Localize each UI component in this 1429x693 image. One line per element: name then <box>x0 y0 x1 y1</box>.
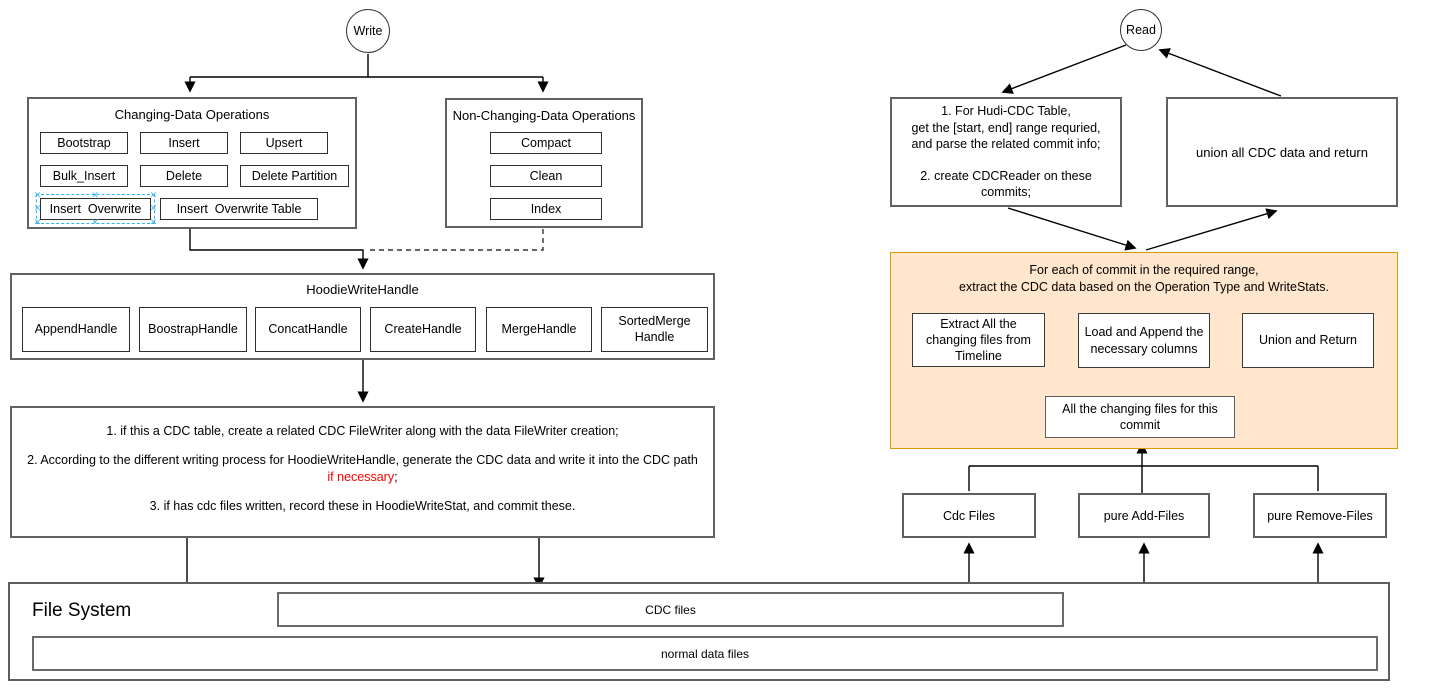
normal-data-files-bar-label: normal data files <box>660 646 750 661</box>
union-all-box[interactable]: union all CDC data and return <box>1166 97 1398 207</box>
selection-handle-top-left[interactable] <box>33 191 42 200</box>
union-and-return-box[interactable]: Union and Return <box>1242 313 1374 368</box>
file-system-title: File System <box>32 600 132 621</box>
op-index-label: Index <box>530 202 562 216</box>
op-insert-overwrite-label: Insert Overwrite <box>49 202 142 216</box>
op-insert[interactable]: Insert <box>140 132 228 154</box>
handle-merge-label: MergeHandle <box>501 321 577 336</box>
non-changing-ops-box[interactable]: Non-Changing-Data Operations Compact Cle… <box>445 98 643 228</box>
prepare-line-4 <box>892 152 1120 168</box>
op-insert-overwrite[interactable]: Insert Overwrite <box>36 194 155 224</box>
cdc-step-2-suffix: ; <box>394 469 398 484</box>
normal-data-files-bar[interactable]: normal data files <box>32 636 1378 671</box>
hoodie-write-handle-box[interactable]: HoodieWriteHandle AppendHandle BoostrapH… <box>10 273 715 360</box>
op-bootstrap[interactable]: Bootstrap <box>40 132 128 154</box>
cdc-step-2-text: 2. According to the different writing pr… <box>27 453 698 468</box>
pure-add-files-label: pure Add-Files <box>1103 508 1185 523</box>
op-bulk-insert[interactable]: Bulk_Insert <box>40 165 128 187</box>
op-upsert-label: Upsert <box>265 136 303 150</box>
op-delete-label: Delete <box>165 169 203 183</box>
prepare-line-5: 2. create CDCReader on these <box>920 169 1092 184</box>
op-insert-overwrite-table[interactable]: Insert Overwrite Table <box>160 198 318 220</box>
cdc-files-box-label: Cdc Files <box>942 508 996 523</box>
op-insert-label: Insert <box>168 136 200 150</box>
cdc-files-bar[interactable]: CDC files <box>277 592 1064 627</box>
prepare-line-2: get the [start, end] range requried, <box>911 120 1101 135</box>
op-bulk-insert-label: Bulk_Insert <box>52 169 116 183</box>
handle-concat[interactable]: ConcatHandle <box>255 307 361 352</box>
handle-append[interactable]: AppendHandle <box>22 307 130 352</box>
selection-handle-bottom-mid[interactable] <box>91 218 100 227</box>
handle-concat-label: ConcatHandle <box>268 321 348 336</box>
selection-handle-mid-left[interactable] <box>33 204 42 213</box>
handle-boostrap[interactable]: BoostrapHandle <box>139 307 247 352</box>
pure-add-files-box[interactable]: pure Add-Files <box>1078 493 1210 538</box>
pure-remove-files-label: pure Remove-Files <box>1267 508 1373 523</box>
handle-create-label: CreateHandle <box>384 321 462 336</box>
handle-append-label: AppendHandle <box>34 321 118 336</box>
per-commit-title-line-2: extract the CDC data based on the Operat… <box>959 279 1329 294</box>
prepare-line-6: commits; <box>981 185 1031 200</box>
load-append-columns-box[interactable]: Load and Append the necessary columns <box>1078 313 1210 368</box>
op-bootstrap-label: Bootstrap <box>57 136 111 150</box>
extract-changing-files-label: Extract All the changing files from Time… <box>926 316 1031 364</box>
cdc-step-2: 2. According to the different writing pr… <box>24 452 701 485</box>
handle-merge[interactable]: MergeHandle <box>486 307 592 352</box>
extract-changing-files-box[interactable]: Extract All the changing files from Time… <box>912 313 1045 367</box>
file-system-box[interactable]: File System CDC files normal data files <box>8 582 1390 681</box>
cdc-step-2-highlight: if necessary <box>327 469 395 484</box>
write-entry-circle[interactable]: Write <box>346 9 390 53</box>
op-delete-partition[interactable]: Delete Partition <box>240 165 349 187</box>
changing-ops-title: Changing-Data Operations <box>114 107 270 122</box>
cdc-write-steps-box[interactable]: 1. if this a CDC table, create a related… <box>10 406 715 538</box>
write-entry-label: Write <box>353 24 383 38</box>
op-compact[interactable]: Compact <box>490 132 602 154</box>
op-clean-label: Clean <box>529 169 563 183</box>
union-and-return-label: Union and Return <box>1259 333 1357 348</box>
read-entry-circle[interactable]: Read <box>1120 9 1162 51</box>
hoodie-write-handle-title: HoodieWriteHandle <box>306 282 419 297</box>
selection-handle-bottom-left[interactable] <box>33 218 42 227</box>
union-all-label: union all CDC data and return <box>1196 144 1368 160</box>
op-upsert[interactable]: Upsert <box>240 132 328 154</box>
pure-remove-files-box[interactable]: pure Remove-Files <box>1253 493 1387 538</box>
prepare-line-1: 1. For Hudi-CDC Table, <box>941 104 1071 119</box>
cdc-step-1: 1. if this a CDC table, create a related… <box>106 424 619 438</box>
cdc-files-box[interactable]: Cdc Files <box>902 493 1036 538</box>
selection-handle-bottom-right[interactable] <box>149 218 158 227</box>
changing-ops-box[interactable]: Changing-Data Operations Bootstrap Inser… <box>27 97 357 229</box>
cdc-files-bar-label: CDC files <box>645 602 696 617</box>
handle-boostrap-label: BoostrapHandle <box>148 321 238 336</box>
per-commit-title: For each of commit in the required range… <box>891 253 1397 296</box>
handle-create[interactable]: CreateHandle <box>370 307 476 352</box>
read-entry-label: Read <box>1126 23 1156 37</box>
selection-handle-mid-right[interactable] <box>149 204 158 213</box>
handle-sorted-merge[interactable]: SortedMerge Handle <box>601 307 708 352</box>
op-delete[interactable]: Delete <box>140 165 228 187</box>
op-index[interactable]: Index <box>490 198 602 220</box>
read-prepare-box[interactable]: 1. For Hudi-CDC Table, get the [start, e… <box>890 97 1122 207</box>
changing-files-commit-label: All the changing files for this commit <box>1062 401 1218 432</box>
op-delete-partition-label: Delete Partition <box>251 169 338 183</box>
op-clean[interactable]: Clean <box>490 165 602 187</box>
handle-sorted-merge-label: SortedMerge Handle <box>618 313 691 344</box>
selection-handle-top-mid[interactable] <box>91 191 100 200</box>
load-append-columns-label: Load and Append the necessary columns <box>1084 325 1204 356</box>
selection-handle-top-right[interactable] <box>149 191 158 200</box>
non-changing-ops-title: Non-Changing-Data Operations <box>452 108 636 123</box>
op-compact-label: Compact <box>520 136 572 150</box>
cdc-step-3: 3. if has cdc files written, record thes… <box>149 498 576 513</box>
op-insert-overwrite-table-label: Insert Overwrite Table <box>176 202 302 216</box>
changing-files-commit-box[interactable]: All the changing files for this commit <box>1045 396 1235 438</box>
prepare-line-3: and parse the related commit info; <box>911 136 1101 151</box>
per-commit-title-line-1: For each of commit in the required range… <box>1029 263 1259 277</box>
